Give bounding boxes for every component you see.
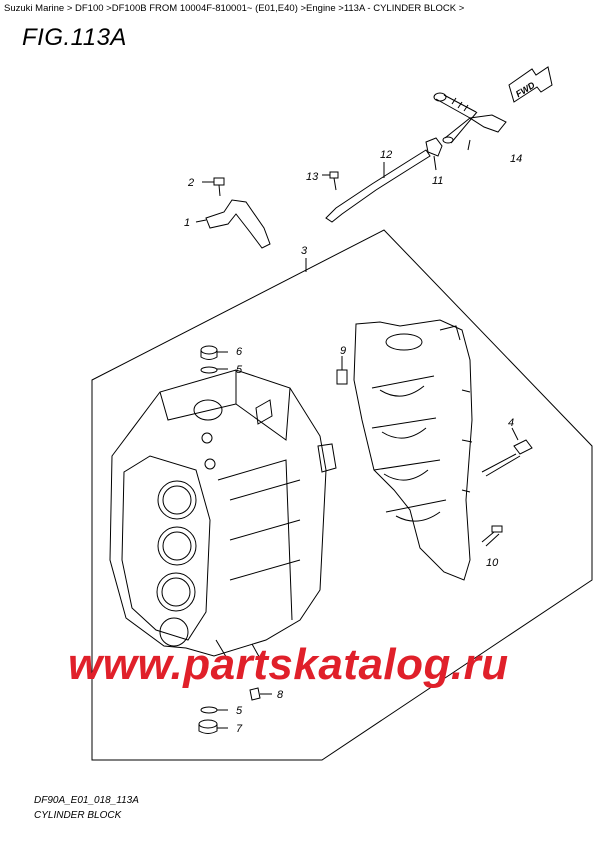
part-1-drawing [195,199,271,249]
part-11-drawing [425,137,443,171]
callout-5-upper: 5 [236,364,243,376]
callout-6: 6 [236,346,243,358]
callout-11: 11 [432,175,443,187]
part-5-lower-drawing [200,706,228,714]
part-14-drawing [433,92,507,151]
part-8-drawing [249,687,272,701]
part-2-drawing [202,177,225,197]
footer-diagram-name: CYLINDER BLOCK [34,810,122,821]
callout-7: 7 [236,723,243,735]
callout-1: 1 [184,217,190,229]
crankcase-drawing [353,319,473,581]
part-4-drawing [481,427,533,477]
watermark: www.partskatalog.ru [68,640,509,689]
breadcrumb[interactable]: Suzuki Marine > DF100 >DF100B FROM 10004… [4,3,465,14]
part-5-upper-drawing [200,366,228,374]
callout-4: 4 [508,417,514,429]
callout-2: 2 [187,177,194,189]
assembly-frame [91,229,593,761]
part-13-drawing [322,171,339,191]
fwd-arrow-icon: FWD [508,66,553,103]
callout-13: 13 [306,171,319,183]
part-6-drawing [200,345,228,360]
callout-9: 9 [340,345,346,357]
callout-3: 3 [301,245,308,257]
callout-14: 14 [510,153,522,165]
footer-diagram-code: DF90A_E01_018_113A [34,795,139,806]
callout-8: 8 [277,689,284,701]
part-10-drawing [481,525,503,547]
part-7-drawing [198,719,228,734]
part-9-drawing [336,356,348,385]
cylinder-block-drawing [109,369,337,663]
callout-12: 12 [380,149,392,161]
callout-5-lower: 5 [236,705,243,717]
callout-10: 10 [486,557,499,569]
part-12-drawing [325,149,431,223]
figure-title: FIG.113A [22,24,127,51]
